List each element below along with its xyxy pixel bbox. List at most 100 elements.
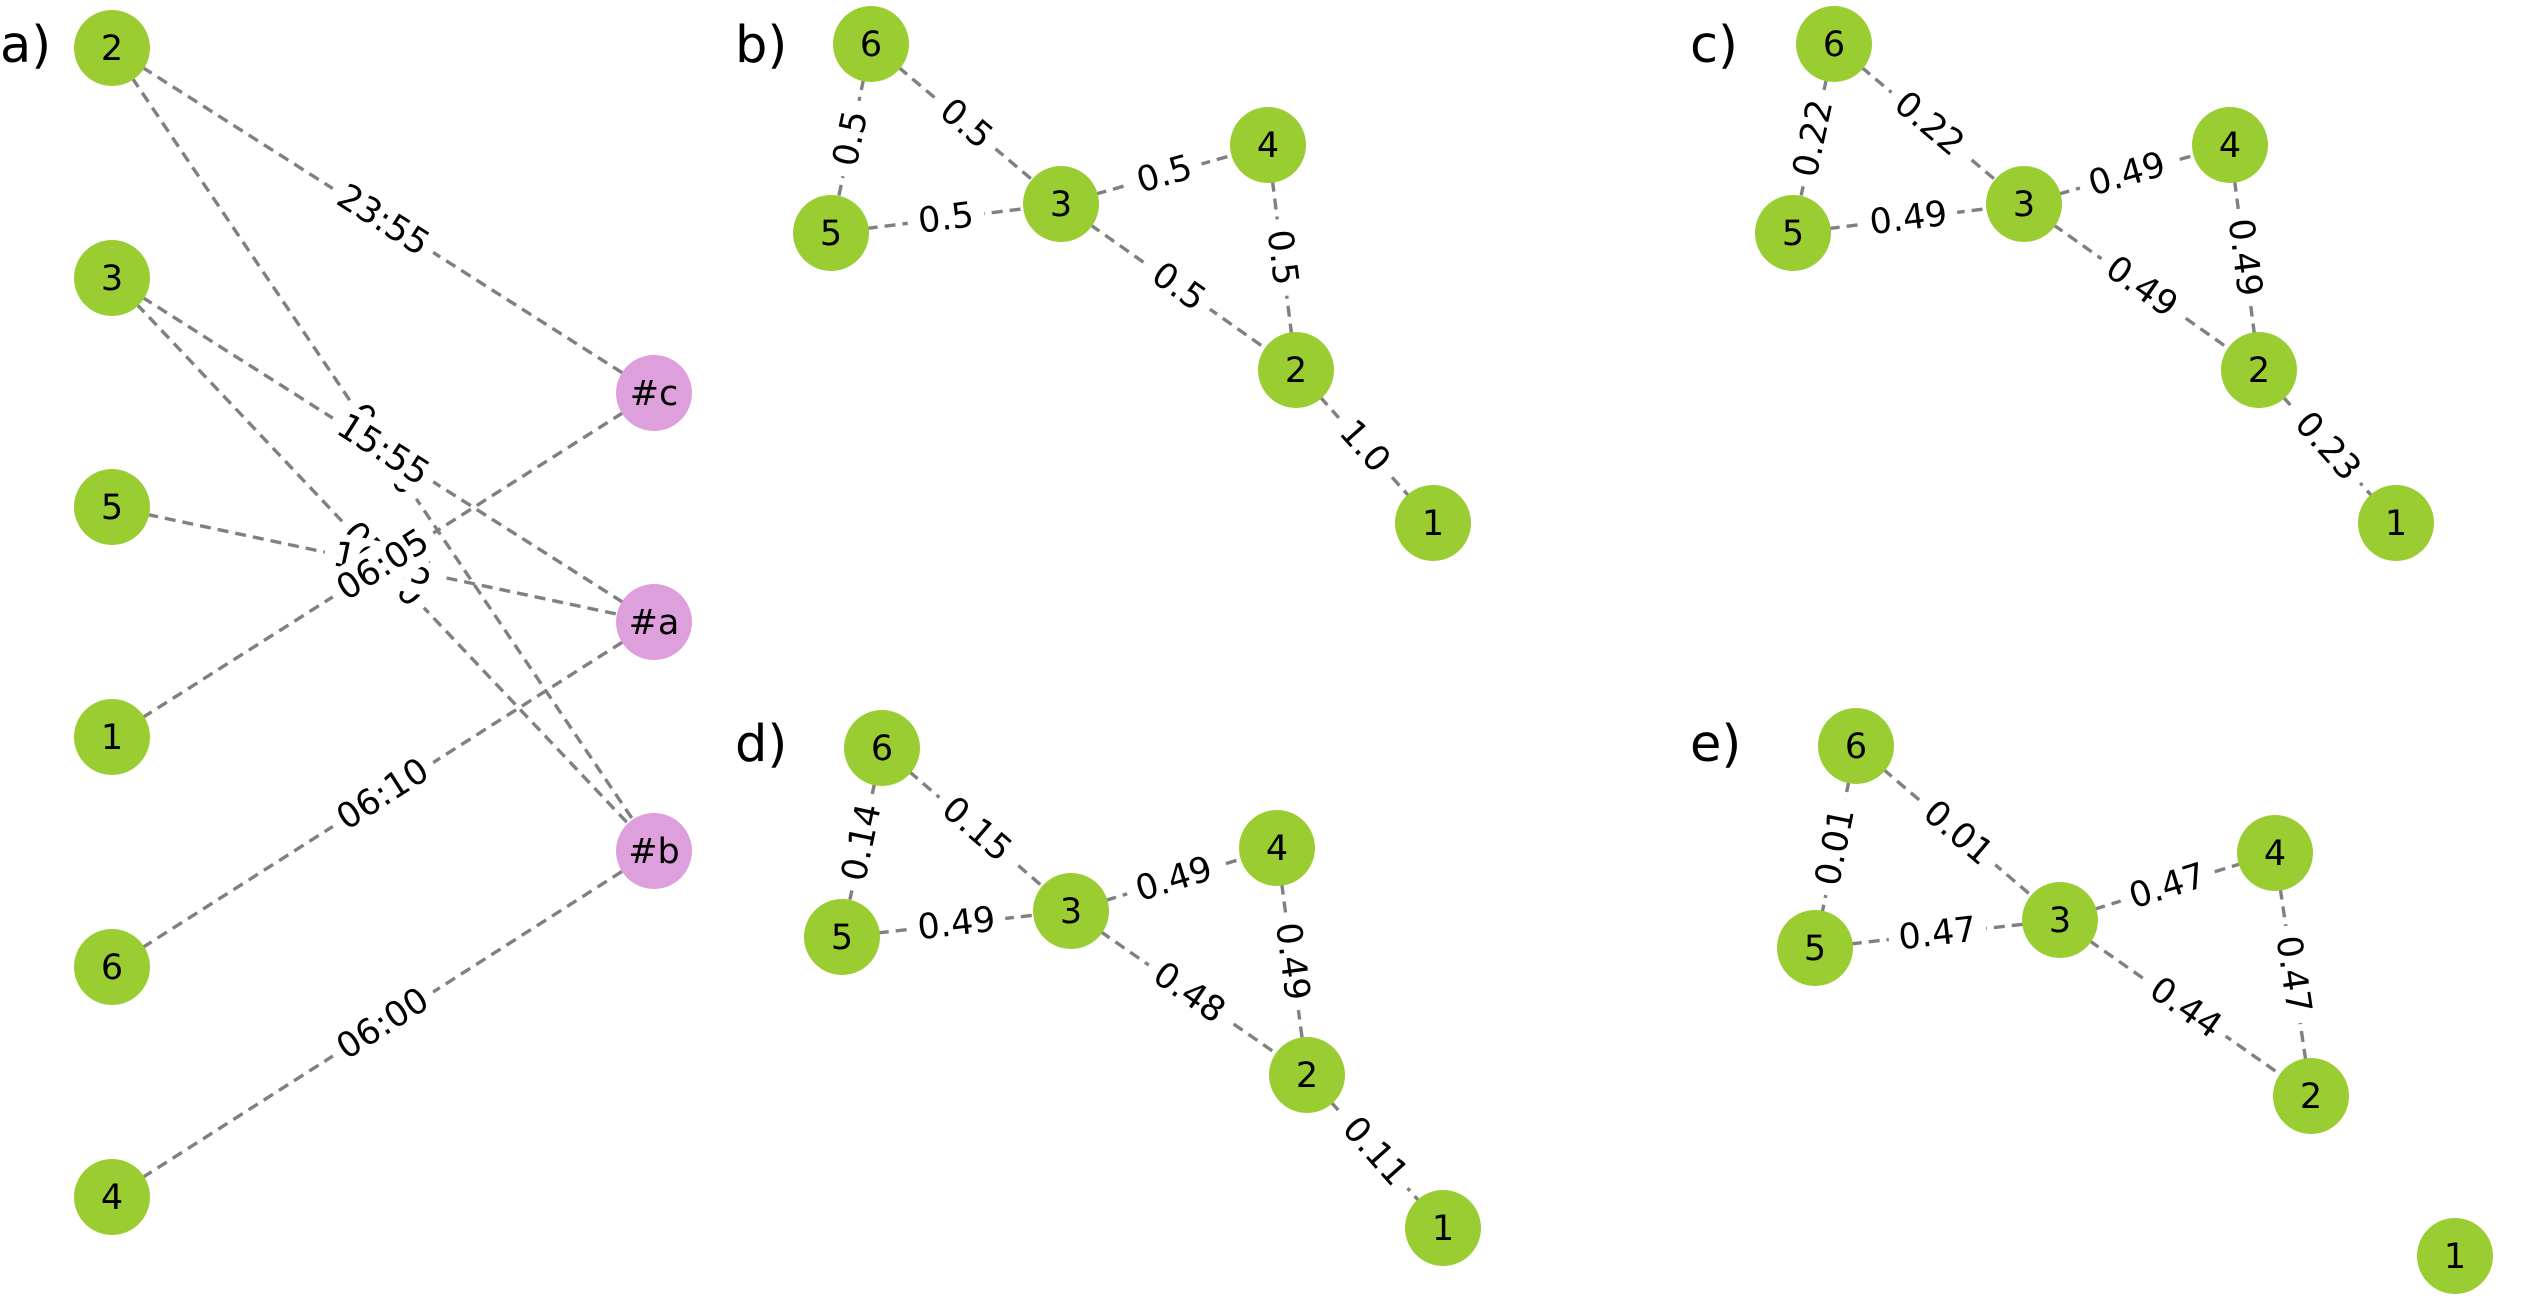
node-label: 2 [2248, 351, 2270, 391]
edge-label: 0.11 [1326, 1100, 1424, 1203]
edge-label-text: 0.49 [1867, 194, 1949, 243]
node-circle [74, 929, 150, 1005]
user-node-3: 3 [1986, 166, 2062, 242]
edge-label: 0.5 [1134, 246, 1223, 328]
user-node-3: 3 [2022, 882, 2098, 958]
edge-label: 0.47 [2114, 850, 2221, 923]
user-node-5: 5 [1755, 195, 1831, 271]
node-circle [74, 469, 150, 545]
node-label: 6 [871, 729, 893, 769]
hashtag-node-a: #a [616, 584, 692, 660]
edge-label-layer: 0.14 0.15 0.49 0.49 0.48 0.49 0.11 [830, 780, 1424, 1203]
user-node-6: 6 [1796, 6, 1872, 82]
user-node-5: 5 [793, 195, 869, 271]
edge-3-2 [1060, 202, 1297, 372]
node-label: 5 [820, 214, 842, 254]
edge-label-background [320, 743, 446, 846]
node-circle [1239, 810, 1315, 886]
edge-label-background [905, 191, 987, 246]
user-node-3: 3 [1033, 873, 1109, 949]
user-node-2: 2 [74, 10, 150, 86]
node-label: 2 [1296, 1056, 1318, 1096]
node-label: 3 [101, 259, 123, 299]
node-circle [2358, 485, 2434, 561]
user-node-2: 2 [2273, 1058, 2349, 1134]
node-label: 3 [1050, 185, 1072, 225]
panel-a: a)23:5506:1015:5505:5016:0506:0506:1006:… [0, 10, 692, 1235]
user-node-5: 5 [74, 469, 150, 545]
edge-label-text: 0.14 [834, 800, 889, 885]
edge-label: 0.49 [1120, 844, 1228, 915]
edge-label: 0.44 [2132, 961, 2239, 1055]
edge-label: 0.48 [1136, 946, 1242, 1040]
node-label: 5 [101, 488, 123, 528]
user-node-6: 6 [1818, 708, 1894, 784]
node-label: 6 [1845, 727, 1867, 767]
edge-label-background [2114, 850, 2221, 923]
user-node-6: 6 [833, 6, 909, 82]
node-label: 4 [2219, 126, 2241, 166]
node-circle [1755, 195, 1831, 271]
edge-label: 0.49 [2216, 206, 2273, 309]
edge-label: 0.01 [1906, 784, 2010, 882]
edge-label: 06:10 [320, 743, 446, 846]
edge-label: 0.49 [2073, 139, 2181, 210]
node-label: 4 [1266, 829, 1288, 869]
edge-6-3 [880, 746, 1073, 913]
node-circle [1258, 332, 1334, 408]
edge-label: 0.15 [925, 780, 1028, 879]
edge-label: 0.5 [922, 82, 1010, 166]
panel-label: b) [735, 16, 787, 75]
node-circle [844, 710, 920, 786]
edge-label-background [1121, 142, 1208, 207]
edge-label: 0.49 [1263, 910, 1321, 1013]
node-label: 2 [2300, 1077, 2322, 1117]
edge-label-background [1326, 1100, 1424, 1203]
node-label: 6 [101, 948, 123, 988]
node-layer: 6 5 3 4 2 1 [1755, 6, 2434, 561]
edge-label-background [320, 169, 446, 272]
edge-label-background [1886, 906, 1989, 962]
edge-label-background [1255, 216, 1309, 299]
edge-label-background [830, 790, 894, 895]
edge-3-tag-b [110, 276, 656, 853]
edge-label-background [1134, 246, 1223, 328]
edge-label-text: 0.47 [1897, 910, 1979, 959]
edge-label-background [1877, 75, 1981, 173]
edge-label-background [1120, 844, 1228, 915]
edge-label: 0.22 [1781, 85, 1846, 192]
user-node-1: 1 [2358, 485, 2434, 561]
node-circle [2221, 332, 2297, 408]
user-node-5: 5 [1777, 910, 1853, 986]
node-label: 6 [1823, 25, 1845, 65]
edge-label-background [2073, 139, 2181, 210]
edge-label-text: 0.49 [916, 900, 998, 949]
node-circle [1023, 166, 1099, 242]
edge-label-background [1322, 403, 1407, 490]
node-circle [833, 6, 909, 82]
user-node-4: 4 [74, 1159, 150, 1235]
edge-label-text: 0.22 [1786, 96, 1842, 181]
node-circle [2022, 882, 2098, 958]
user-node-6: 6 [844, 710, 920, 786]
node-circle [74, 240, 150, 316]
node-label: 4 [101, 1178, 123, 1218]
node-circle [2192, 107, 2268, 183]
edge-label: 0.5 [1255, 216, 1309, 299]
edge-label-text: 0.01 [1808, 805, 1863, 889]
edge-label: 0.5 [905, 191, 987, 246]
node-circle [74, 699, 150, 775]
panel-label: c) [1690, 16, 1738, 75]
panel-label: a) [0, 16, 51, 75]
edge-label-background [321, 973, 445, 1075]
node-circle [616, 355, 692, 431]
edge-label-background [1906, 784, 2010, 882]
node-label: 3 [2049, 901, 2071, 941]
hashtag-node-b: #b [616, 813, 692, 889]
